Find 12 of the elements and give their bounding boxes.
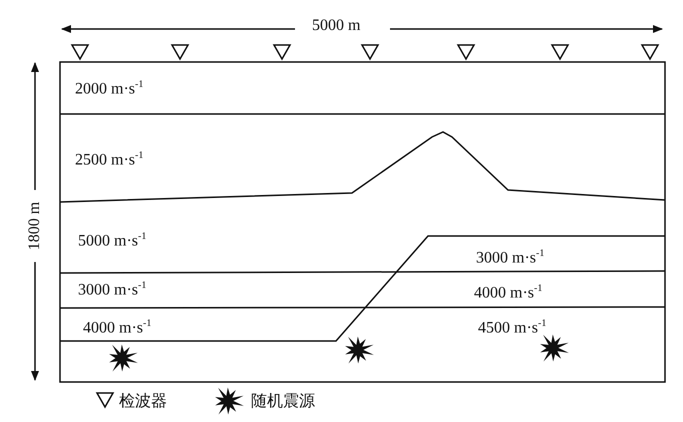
velocity-label: 5000 m·s$^{-1}$ <box>78 230 146 250</box>
legend-label: 随机震源 <box>251 392 315 410</box>
velocity-label: 4000 m·s$^{-1}$ <box>474 282 542 302</box>
velocity-label: 2500 m·s$^{-1}$ <box>75 149 144 170</box>
velocity-label: 3000 m·s$^{-1}$ <box>476 247 544 268</box>
dimension-label: 5000 m <box>312 17 360 35</box>
velocity-label: 4000 m·s$^{-1}$ <box>83 317 152 338</box>
velocity-label: 4500 m·s$^{-1}$ <box>478 317 546 338</box>
legend-label: 检波器 <box>119 392 167 410</box>
dimension-label: 1800 m <box>26 202 44 250</box>
velocity-label: 3000 m·s$^{-1}$ <box>78 279 146 300</box>
velocity-label: 2000 m·s$^{-1}$ <box>75 78 144 98</box>
